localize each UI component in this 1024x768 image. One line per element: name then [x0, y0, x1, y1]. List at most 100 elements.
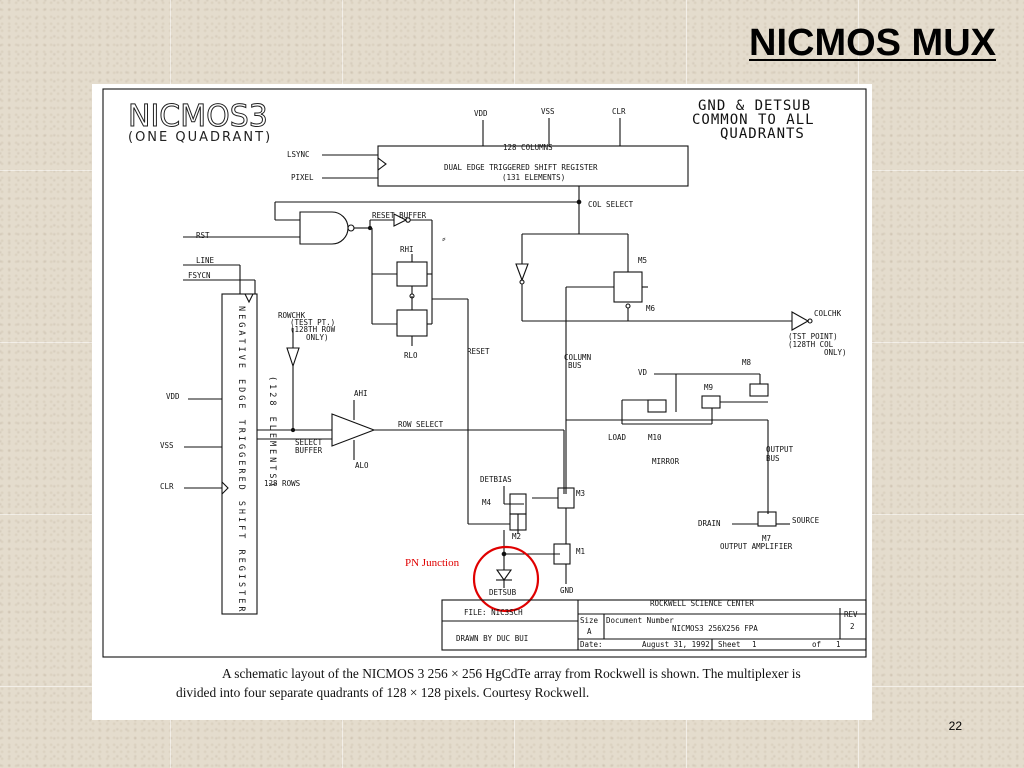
rhi-transmission-gate	[396, 261, 428, 287]
m5-label: M5	[638, 256, 647, 265]
colchk-note2: (128TH COL	[788, 340, 834, 349]
title-block-drawn-by: DRAWN BY DUC BUI	[456, 634, 528, 643]
title-block-of-label: of	[812, 640, 821, 649]
input-vss-row: VSS	[160, 441, 174, 450]
figure-caption: A schematic layout of the NICMOS 3 256 ×…	[92, 664, 872, 702]
rowchk-note1: (TEST PT.)	[290, 318, 335, 327]
input-pixel: PIXEL	[291, 173, 314, 182]
m9-transistor	[701, 395, 721, 409]
col-select-label: COL SELECT	[588, 200, 634, 209]
svg-text:NEGATIVE EDGE TRIGGERED SHIFT: NEGATIVE EDGE TRIGGERED SHIFT REGISTER	[236, 306, 246, 614]
m6-label: M6	[646, 304, 656, 313]
row-shift-register-text: NEGATIVE EDGE TRIGGERED SHIFT REGISTER	[236, 306, 246, 614]
rowchk-note2: (128TH ROW	[290, 325, 336, 334]
col-inverter	[515, 263, 529, 282]
input-lsync: LSYNC	[287, 150, 310, 159]
rlo-label: RLO	[404, 351, 418, 360]
title-block-date-value: August 31, 1992	[642, 640, 710, 649]
input-fsycn: FSYCN	[188, 271, 211, 280]
column-bus-label2: BUS	[568, 361, 582, 370]
select-buffer	[331, 413, 376, 447]
title-block-file: FILE: NIC3SCH	[464, 608, 523, 617]
title-block-company: ROCKWELL SCIENCE CENTER	[650, 599, 754, 608]
colchk-label: COLCHK	[814, 309, 842, 318]
output-bus-label1: OUTPUT	[766, 445, 794, 454]
select-buffer-label1: SELECT	[295, 438, 323, 447]
rlo-transmission-gate	[396, 309, 428, 337]
m2-label: M2	[512, 532, 521, 541]
m8-transistor	[749, 383, 769, 397]
source-label: SOURCE	[792, 516, 820, 525]
top-pin-vss: VSS	[541, 107, 555, 116]
output-amplifier-label: OUTPUT AMPLIFIER	[720, 542, 793, 551]
title-block-rev-value: 2	[850, 622, 855, 631]
title-block-sheet-value: 1	[752, 640, 757, 649]
gnd-note-line2: COMMON TO ALL	[692, 112, 815, 128]
m5-m6-transmission-gate	[613, 271, 643, 303]
shift-register-line1: DUAL EDGE TRIGGERED SHIFT REGISTER	[444, 163, 598, 172]
alo-label: ALO	[355, 461, 369, 470]
title-block-size-value: A	[587, 627, 592, 636]
rows-label: 128 ROWS	[264, 479, 301, 488]
gnd-note-line1: GND & DETSUB	[698, 98, 811, 114]
column-bus-label1: COLUMN	[564, 353, 591, 362]
schematic-figure: NICMOS3 (ONE QUADRANT) GND & DETSUB COMM…	[92, 84, 872, 720]
m7-transistor	[757, 511, 777, 527]
reset-label: RESET	[467, 347, 490, 356]
caption-line2: divided into four separate quadrants of …	[176, 685, 590, 700]
top-pin-vdd: VDD	[474, 109, 488, 118]
title-block-rev-label: REV	[844, 610, 858, 619]
title-block	[441, 599, 867, 651]
photodiode-symbol	[495, 569, 513, 581]
input-rst: RST	[196, 231, 210, 240]
input-line: LINE	[196, 256, 215, 265]
schematic-diagram: NICMOS3 (ONE QUADRANT) GND & DETSUB COMM…	[102, 88, 867, 658]
reset-buffer	[390, 213, 408, 227]
m10-label: M10	[648, 433, 662, 442]
vd-label: VD	[638, 368, 648, 377]
m9-label: M9	[704, 383, 713, 392]
pn-junction-highlight	[472, 545, 540, 613]
title-block-doc-label: Document Number	[606, 616, 674, 625]
title-block-date-label: Date:	[580, 640, 603, 649]
gnd-label: GND	[560, 586, 574, 595]
columns-label: 128 COLUMNS	[503, 143, 553, 152]
m7-label: M7	[762, 534, 771, 543]
m4-label: M4	[482, 498, 492, 507]
row-register-elements: (128 ELEMENTS)	[267, 376, 277, 490]
m1-transistor	[553, 543, 571, 565]
colchk-buffer	[791, 311, 810, 331]
title-block-of-value: 1	[836, 640, 841, 649]
row-shift-register	[221, 293, 258, 615]
gnd-note-line3: QUADRANTS	[720, 126, 805, 142]
pn-junction-label: PN Junction	[405, 557, 460, 569]
colchk-note3: ONLY)	[824, 348, 847, 357]
rowchk-note3: ONLY)	[306, 333, 329, 342]
nicmos3-heading: NICMOS3	[128, 99, 268, 134]
reset-buffer-label: RESET BUFFER	[372, 211, 427, 220]
title-block-doc-value: NICMOS3 256X256 FPA	[672, 624, 758, 633]
rowchk-buffer	[286, 347, 300, 368]
caption-line1: A schematic layout of the NICMOS 3 256 ×…	[222, 666, 801, 681]
slide-number: 22	[948, 719, 962, 733]
title-block-size-label: Size	[580, 616, 599, 625]
column-shift-register	[377, 145, 689, 187]
top-pin-clr: CLR	[612, 107, 626, 116]
m3-label: M3	[576, 489, 585, 498]
slide-title: NICMOS MUX	[749, 22, 996, 64]
colchk-note1: (TST POINT)	[788, 332, 838, 341]
ahi-label: AHI	[354, 389, 368, 398]
drain-label: DRAIN	[698, 519, 721, 528]
m1-label: M1	[576, 547, 585, 556]
row-select-label: ROW SELECT	[398, 420, 444, 429]
title-block-sheet-label: Sheet	[718, 640, 741, 649]
svg-text:⸗: ⸗	[442, 232, 446, 245]
m2-transistor	[509, 513, 527, 531]
detsub-label: DETSUB	[489, 588, 517, 597]
schematic-frame	[102, 88, 867, 658]
output-bus-label2: BUS	[766, 454, 780, 463]
rhi-label: RHI	[400, 245, 414, 254]
m8-label: M8	[742, 358, 752, 367]
one-quadrant-label: (ONE QUADRANT)	[128, 130, 272, 145]
input-clr-row: CLR	[160, 482, 174, 491]
